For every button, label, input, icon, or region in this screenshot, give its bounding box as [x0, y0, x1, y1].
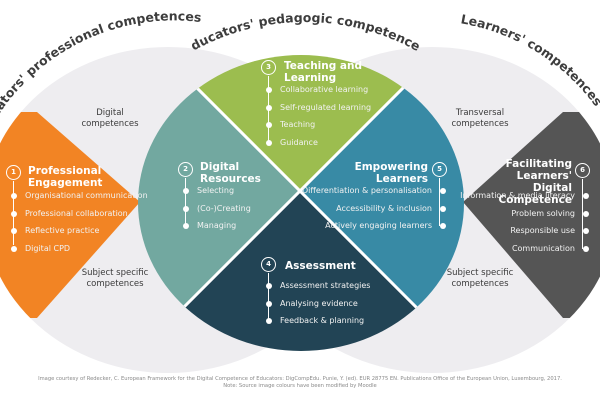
area-5-shape — [300, 61, 464, 351]
list-item: Communication — [460, 243, 589, 261]
area-title: Digital Resources — [200, 161, 261, 185]
area-number-badge: 4 — [261, 257, 276, 272]
area-items: Differentiation & personalisation Access… — [302, 185, 446, 238]
divider-line — [158, 55, 442, 333]
connector-line — [185, 178, 187, 226]
area-number-badge: 6 — [575, 163, 590, 178]
area-number-badge: 3 — [261, 60, 276, 75]
area-items: Collaborative learning Self-regulated le… — [265, 84, 371, 155]
area-items: Selecting (Co-)Creating Managing — [183, 185, 251, 238]
label-digital-competences: Digital competences — [81, 108, 139, 129]
list-item: Guidance — [265, 137, 371, 155]
list-item: Self-regulated learning — [265, 102, 371, 120]
list-item: Organisational communication — [11, 190, 148, 208]
list-item: Digital CPD — [11, 243, 148, 261]
area-items: Information & media literacy Problem sol… — [460, 190, 589, 261]
area-title: Facilitating Learners' Digital Competenc… — [498, 158, 572, 206]
label-transversal-competences: Transversal competences — [451, 108, 509, 129]
area-number-badge: 2 — [178, 162, 193, 177]
list-item: Selecting — [183, 185, 251, 203]
area-items: Organisational communication Professiona… — [11, 190, 148, 261]
area-items: Assessment strategies Analysing evidence… — [265, 280, 370, 333]
list-item: Differentiation & personalisation — [302, 185, 446, 203]
area-2-shape — [138, 61, 300, 351]
list-item: (Co-)Creating — [183, 203, 251, 221]
connector-line — [582, 179, 584, 249]
label-subject-specific-left: Subject specific competences — [81, 268, 149, 289]
list-item: Professional collaboration — [11, 208, 148, 226]
list-item: Reflective practice — [11, 225, 148, 243]
area-3-shape — [170, 55, 430, 191]
area-number-badge: 1 — [6, 165, 21, 180]
area-number-badge: 5 — [432, 162, 447, 177]
list-item: Assessment strategies — [265, 280, 370, 298]
list-item: Actively engaging learners — [302, 220, 446, 238]
connector-line — [268, 273, 270, 321]
list-item: Responsible use — [460, 225, 589, 243]
list-item: Accessibility & inclusion — [302, 203, 446, 221]
list-item: Managing — [183, 220, 251, 238]
list-item: Feedback & planning — [265, 315, 370, 333]
area-title: Professional Engagement — [28, 165, 103, 189]
area-title: Empowering Learners — [354, 161, 428, 185]
image-credit: Image courtesy of Redecker, C. European … — [0, 376, 600, 390]
list-item: Analysing evidence — [265, 298, 370, 316]
area-1-shape — [0, 112, 140, 318]
list-item: Teaching — [265, 119, 371, 137]
label-subject-specific-right: Subject specific competences — [446, 268, 514, 289]
connector-line — [439, 178, 441, 226]
credit-line: Image courtesy of Redecker, C. European … — [38, 376, 562, 382]
list-item: Collaborative learning — [265, 84, 371, 102]
credit-note: Note: Source image colours have been mod… — [223, 383, 377, 389]
area-title: Teaching and Learning — [284, 60, 362, 84]
list-item: Information & media literacy — [460, 190, 589, 208]
area-title: Assessment — [285, 260, 356, 272]
area-4-shape — [170, 191, 430, 351]
list-item: Problem solving — [460, 208, 589, 226]
